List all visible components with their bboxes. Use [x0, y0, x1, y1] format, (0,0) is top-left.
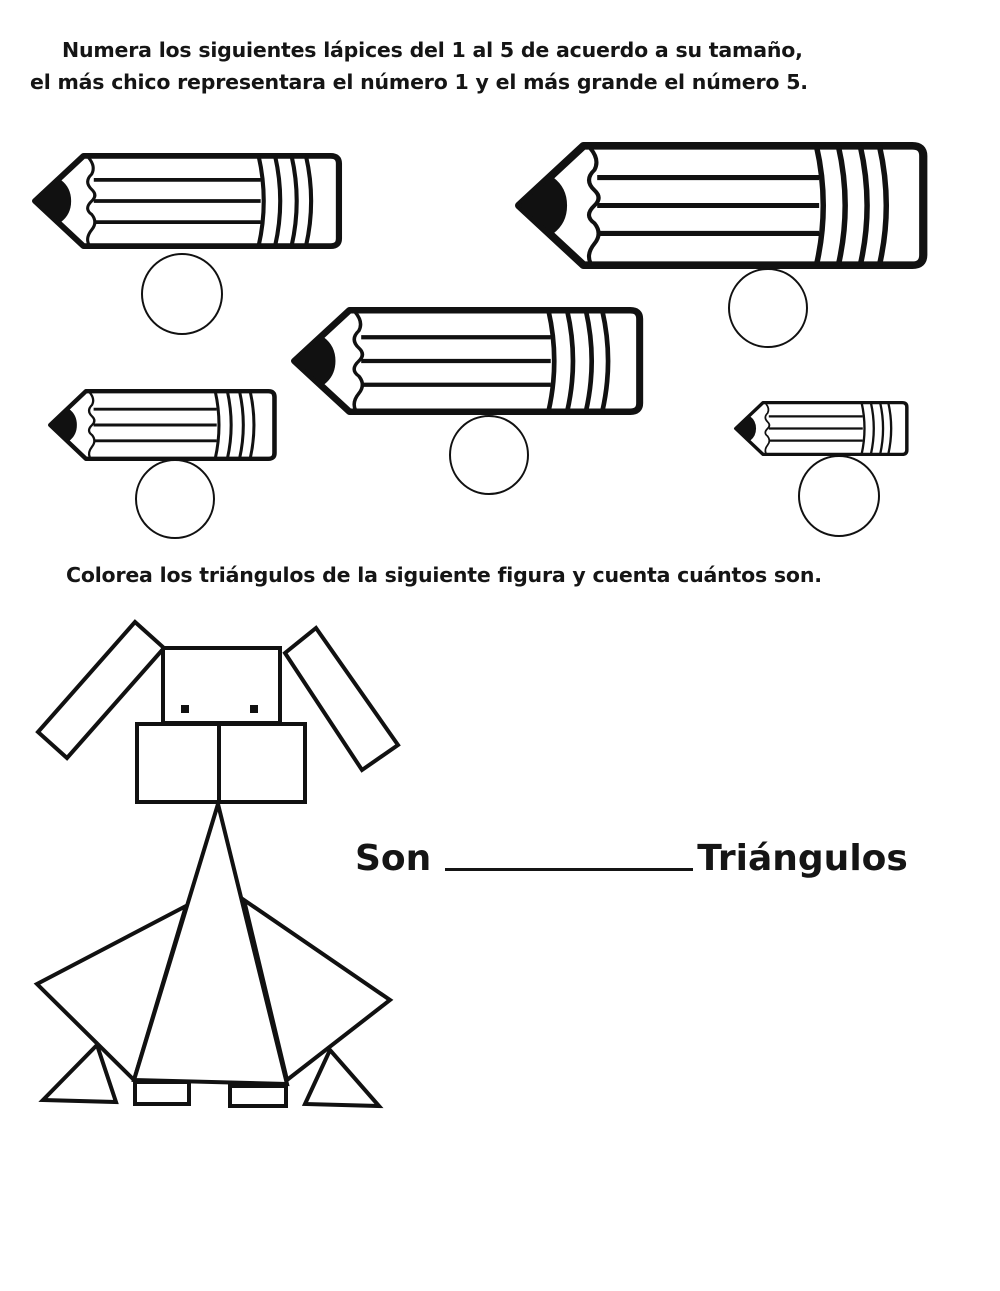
pencil-5-answer-circle[interactable]: [798, 455, 880, 537]
triangle-count-answer: Son Triángulos: [355, 838, 908, 879]
foot-triangle-right: [301, 1046, 384, 1109]
instruction-line-2: el más chico representara el número 1 y …: [30, 70, 808, 94]
ear-rectangle-right: [282, 625, 401, 773]
pencil-1: [35, 156, 339, 246]
head-square: [161, 646, 282, 725]
eye-left: [181, 705, 189, 713]
mouth-rectangle-right: [217, 722, 307, 804]
pencil-5: [733, 400, 909, 457]
eye-right: [250, 705, 258, 713]
foot-rectangle-left: [133, 1080, 191, 1106]
pencil-3-answer-circle[interactable]: [449, 415, 529, 495]
pencil-3: [295, 310, 640, 412]
pencil-1-answer-circle[interactable]: [141, 253, 223, 335]
pencil-4-answer-circle[interactable]: [135, 459, 215, 539]
answer-suffix: Triángulos: [697, 838, 908, 879]
mouth-rectangle-left: [135, 722, 221, 804]
triangle-instruction: Colorea los triángulos de la siguiente f…: [66, 563, 822, 587]
triangle-count-blank[interactable]: [445, 838, 694, 871]
pencil-2: [519, 146, 923, 265]
foot-triangle-left: [38, 1041, 119, 1105]
body-triangle-large: [131, 796, 290, 1087]
instruction-line-1: Numera los siguientes lápices del 1 al 5…: [62, 38, 803, 62]
pencil-2-answer-circle[interactable]: [728, 268, 808, 348]
pencil-4: [50, 391, 274, 459]
foot-rectangle-right: [228, 1084, 288, 1108]
shape-figure: [33, 619, 401, 1109]
answer-prefix: Son: [355, 838, 432, 879]
